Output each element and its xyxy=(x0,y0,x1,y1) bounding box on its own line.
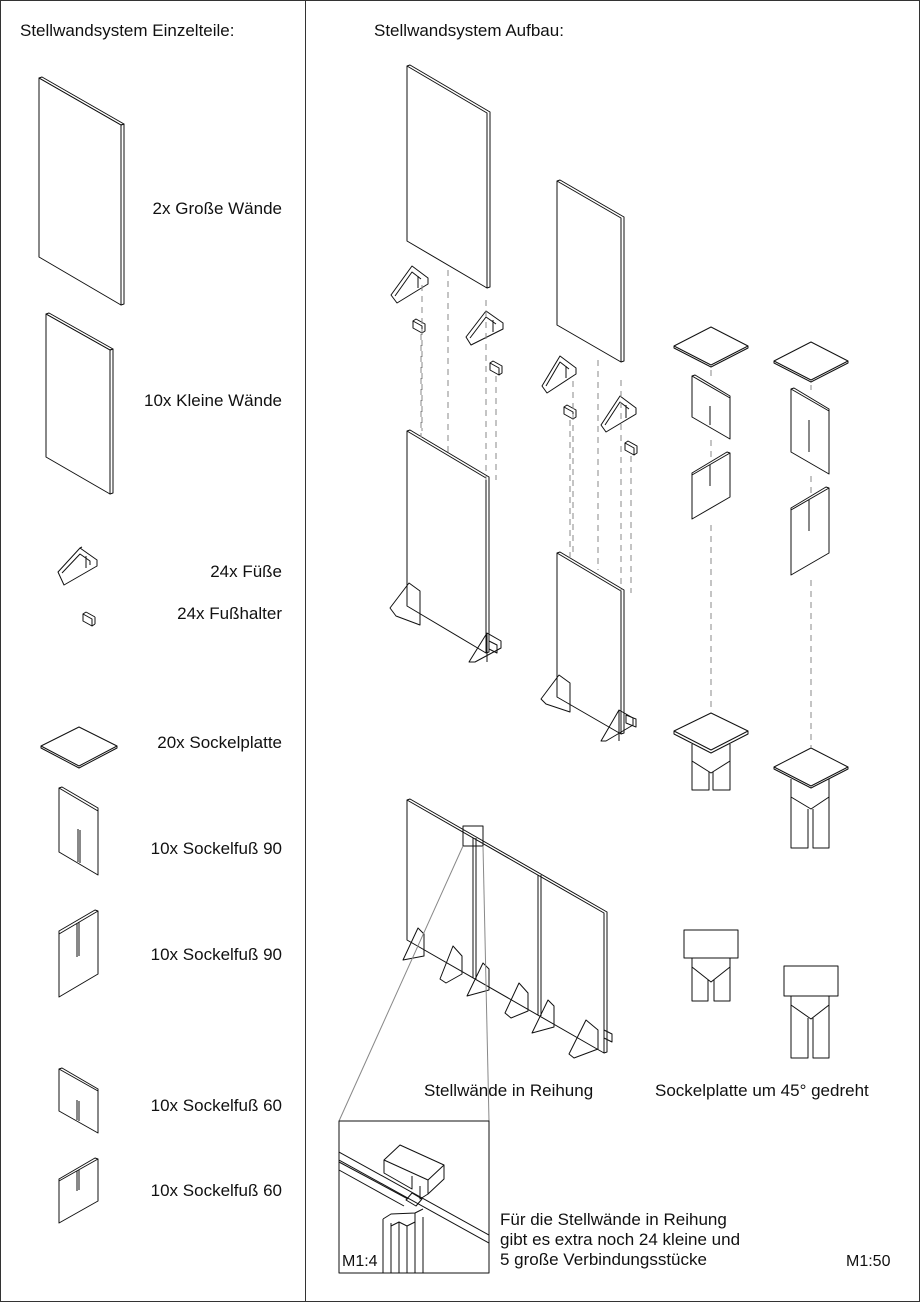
base-foot-90-a-drawing xyxy=(59,787,98,875)
note-line-1: Für die Stellwände in Reihung xyxy=(500,1210,727,1229)
pedestal-a-exploded xyxy=(674,327,748,790)
part-label-foot-holders: 24x Fußhalter xyxy=(177,604,282,623)
base-plate-drawing xyxy=(41,727,117,768)
detail-scale: M1:4 xyxy=(342,1253,378,1270)
rotated-plate-b-drawing xyxy=(784,966,838,1058)
foot-holder-drawing xyxy=(83,612,95,626)
walls-in-row-drawing xyxy=(403,799,612,1058)
part-label-base-foot-60-a: 10x Sockelfuß 60 xyxy=(150,1096,282,1115)
sheet-scale: M1:50 xyxy=(846,1253,891,1270)
assembly-b-exploded xyxy=(541,180,637,741)
base-foot-90-b-drawing xyxy=(59,910,98,997)
base-foot-60-b-drawing xyxy=(59,1158,98,1223)
pedestal-b-exploded xyxy=(774,342,848,848)
part-label-large-walls: 2x Große Wände xyxy=(152,199,282,218)
part-label-base-plate: 20x Sockelplatte xyxy=(157,733,282,752)
large-wall-drawing xyxy=(39,77,124,305)
assembly-a-exploded xyxy=(390,65,503,662)
part-label-base-foot-90-a: 10x Sockelfuß 90 xyxy=(150,839,282,858)
right-title: Stellwandsystem Aufbau: xyxy=(374,21,564,40)
rotated-plate-a-drawing xyxy=(684,930,738,1001)
left-title: Stellwandsystem Einzelteile: xyxy=(20,21,235,40)
caption-walls-in-row: Stellwände in Reihung xyxy=(424,1081,594,1100)
base-foot-60-a-drawing xyxy=(59,1068,98,1133)
note-line-3: 5 große Verbindungsstücke xyxy=(500,1250,707,1269)
connector-note: Für die Stellwände in Reihung gibt es ex… xyxy=(500,1210,740,1270)
assembly-a-guides xyxy=(421,270,496,480)
small-wall-drawing xyxy=(46,313,113,494)
assembly-b-guides xyxy=(570,360,631,593)
detail-leader-lines xyxy=(339,846,489,1121)
foot-drawing xyxy=(58,547,97,585)
note-line-2: gibt es extra noch 24 kleine und xyxy=(500,1230,741,1249)
part-label-feet: 24x Füße xyxy=(210,562,282,581)
column-divider xyxy=(305,0,306,1302)
part-label-base-foot-90-b: 10x Sockelfuß 90 xyxy=(150,945,282,964)
caption-rotated-plate: Sockelplatte um 45° gedreht xyxy=(655,1081,869,1100)
connector-detail-drawing xyxy=(339,1121,489,1273)
part-label-small-walls: 10x Kleine Wände xyxy=(144,391,282,410)
part-label-base-foot-60-b: 10x Sockelfuß 60 xyxy=(150,1181,282,1200)
